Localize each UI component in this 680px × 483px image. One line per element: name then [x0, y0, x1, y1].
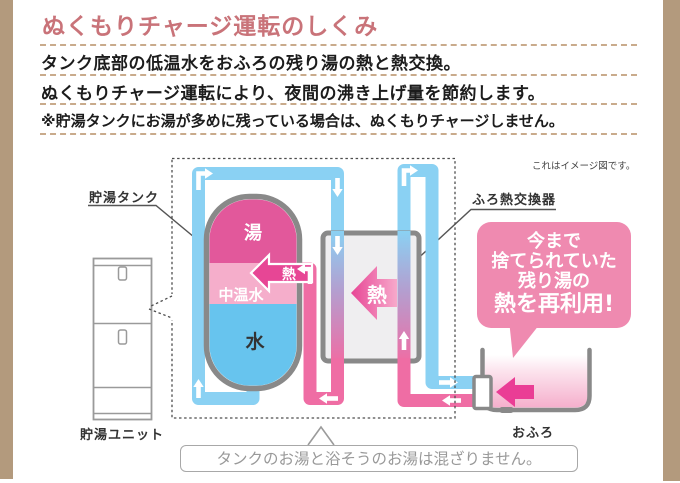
separator [40, 103, 637, 105]
right-frame-border [663, 0, 680, 481]
storage-tank [203, 193, 314, 392]
bathtub [472, 347, 592, 413]
reuse-heat-callout: 今まで 捨てられていた 残り湯の 熱を再利用! [477, 222, 631, 328]
page-title: ぬくもりチャージ運転のしくみ [42, 14, 379, 40]
exchanger-channel-bath [397, 231, 411, 362]
bubble-tail [509, 320, 543, 358]
no-mixing-note: タンクのお湯と浴そうのお湯は混ざりません。 [180, 445, 578, 472]
image-disclaimer: これはイメージ図です。 [532, 161, 635, 172]
unit-label: 貯湯ユニット [80, 427, 164, 443]
heat-tank-label: 熱 [282, 266, 296, 283]
exchanger-channel-tank [331, 231, 344, 362]
separator [40, 44, 637, 46]
unit-note-pointer [307, 425, 335, 446]
unit-boundary-dashed-box [148, 157, 456, 419]
description-note: ※貯湯タンクにお湯が多めに残っている場合は、ぬくもりチャージしません。 [41, 112, 564, 130]
separator [40, 133, 637, 135]
callout-emphasis-line: 熱を再利用! [493, 292, 615, 317]
separator [40, 74, 637, 76]
callout-line: 残り湯の [518, 271, 590, 292]
description-line-2: ぬくもりチャージ運転により、夜間の沸き上げ量を節約します。 [41, 84, 546, 104]
tank-cold-label: 水 [245, 331, 265, 353]
callout-line: 今まで [527, 231, 581, 252]
exchanger-label: ふろ熱交換器 [472, 192, 556, 208]
description-line-1: タンク底部の低温水をおふろの残り湯の熱と熱交換。 [41, 54, 461, 74]
bath-adapter [472, 374, 493, 411]
left-frame-border [0, 0, 13, 479]
flow-arrows [193, 165, 461, 406]
storage-unit-drawing [92, 257, 153, 421]
tank-hot-label: 湯 [244, 223, 262, 244]
tank-label: 貯湯タンク [89, 190, 159, 206]
bath-water-arrow [496, 377, 534, 407]
heat-exchanger-text: 熱 [367, 283, 387, 307]
callout-line: 捨てられていた [491, 251, 617, 272]
heat-transfer-arrow [351, 266, 397, 320]
bath-label: おふろ [512, 426, 554, 441]
tank-mid-label: 中温水 [218, 286, 264, 304]
